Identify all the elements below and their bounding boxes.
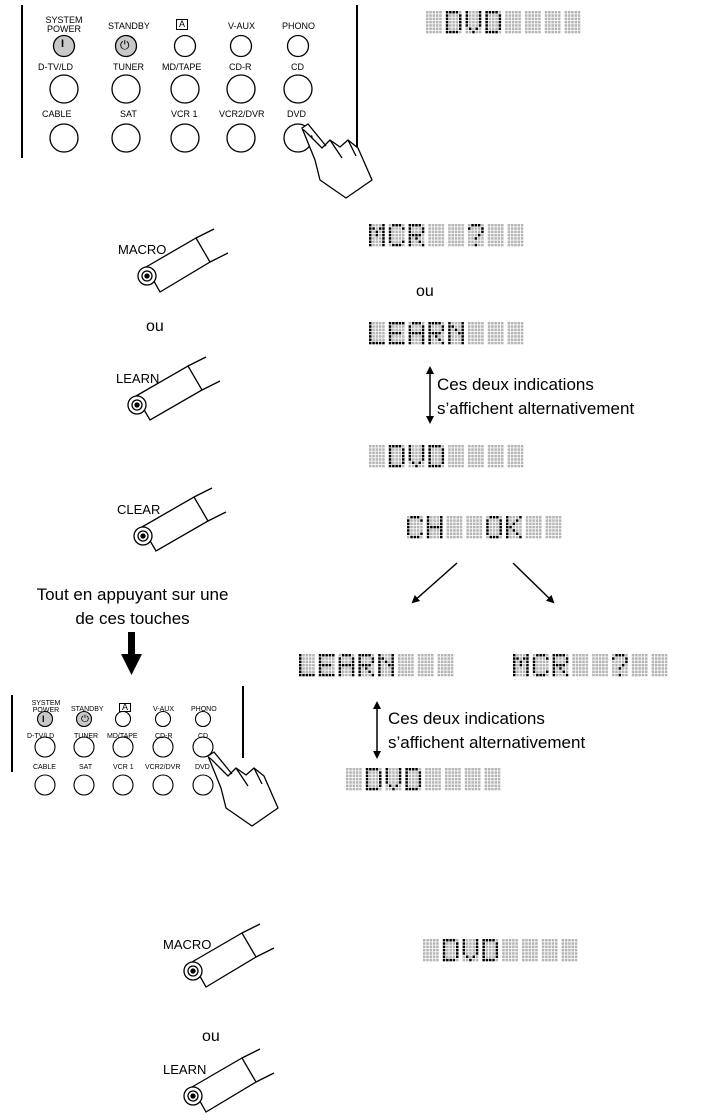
label2-v-aux: V-AUX — [153, 706, 175, 713]
remote-buttons-small — [34, 710, 214, 796]
hand-icon-2 — [207, 751, 279, 827]
label2-vcr2-dvr: VCR2/DVR — [145, 764, 181, 771]
label-md-tape: MD/TAPE — [162, 62, 202, 72]
label-vcr2-dvr: VCR2/DVR — [219, 109, 265, 119]
label-a: A — [176, 19, 189, 30]
label-v-aux: V-AUX — [228, 21, 256, 31]
pen-macro-1 — [137, 228, 229, 293]
remote-button[interactable] — [75, 710, 93, 728]
label-tuner: TUNER — [113, 62, 144, 72]
label2-phono: PHONO — [191, 706, 217, 713]
label-dvd: DVD — [287, 109, 307, 119]
label-system-power: SYSTEM POWER — [45, 15, 83, 34]
standby-symbol: ⏻ — [120, 38, 130, 52]
power-symbol-2: I — [42, 714, 45, 724]
remote-buttons-large — [49, 34, 313, 153]
remote-button[interactable] — [73, 774, 95, 796]
label2-cd-r: CD-R — [155, 733, 173, 740]
lcd-display-dvd-4 — [423, 939, 578, 962]
power-symbol: I — [61, 38, 65, 50]
label-d-tv-ld: D-TV/LD — [38, 62, 74, 72]
macro-key-label-2: MACRO — [163, 937, 212, 952]
pen-learn-1 — [127, 356, 221, 421]
pen-learn-2 — [183, 1048, 275, 1113]
lcd-display-learn — [369, 322, 524, 345]
remote-button[interactable] — [152, 774, 174, 796]
or-text-3: ou — [202, 1028, 220, 1045]
label2-sat: SAT — [79, 764, 93, 771]
label2-cable: CABLE — [33, 764, 56, 771]
remote-button[interactable] — [34, 774, 56, 796]
remote-button[interactable] — [111, 123, 141, 153]
clear-key-label: CLEAR — [117, 502, 161, 517]
or-text-1: ou — [146, 318, 164, 335]
remote-button[interactable] — [229, 34, 253, 58]
lcd-display-mcr-2 — [513, 654, 668, 677]
branch-arrow-left — [411, 562, 458, 604]
remote-button[interactable] — [73, 736, 95, 758]
down-arrow — [121, 632, 142, 675]
remote-button[interactable] — [111, 74, 141, 104]
remote-button[interactable] — [52, 34, 76, 58]
label-phono: PHONO — [282, 21, 316, 31]
label2-a: A — [119, 703, 132, 712]
remote-button[interactable] — [36, 710, 54, 728]
lcd-display-dvd-2 — [369, 445, 524, 468]
remote-button[interactable] — [114, 34, 138, 58]
label-cd-r: CD-R — [229, 62, 252, 72]
macro-key-label: MACRO — [118, 242, 167, 257]
standby-symbol-2: ⏻ — [81, 714, 89, 725]
alternate-note-2: Ces deux indications s’affichent alterna… — [388, 709, 586, 752]
remote-button[interactable] — [49, 123, 79, 153]
remote-button[interactable] — [49, 74, 79, 104]
label-standby: STANDBY — [108, 21, 150, 31]
remote-button[interactable] — [170, 123, 200, 153]
or-text-2: ou — [416, 283, 434, 300]
label2-md-tape: MD/TAPE — [107, 733, 138, 740]
lcd-display-learn-2 — [299, 654, 454, 677]
remote-button[interactable] — [192, 736, 214, 758]
lcd-display-dvd-1 — [426, 11, 581, 34]
learn-key-label-2: LEARN — [163, 1062, 207, 1077]
label-cable: CABLE — [42, 109, 72, 119]
hold-instruction: Tout en appuyant sur une de ces touches — [36, 585, 229, 628]
remote-button[interactable] — [286, 34, 310, 58]
branch-arrow-right — [512, 562, 555, 604]
label-sat: SAT — [120, 109, 137, 119]
label2-standby: STANDBY — [71, 706, 104, 713]
remote-button[interactable] — [192, 774, 214, 796]
learn-key-label: LEARN — [116, 371, 160, 386]
lcd-display-mcr — [369, 224, 524, 247]
remote-button[interactable] — [170, 74, 200, 104]
remote-button[interactable] — [114, 710, 132, 728]
label2-vcr1: VCR 1 — [113, 764, 134, 771]
remote-button[interactable] — [112, 774, 134, 796]
pen-macro-2 — [183, 923, 275, 988]
label2-system-power: SYSTEM POWER — [31, 700, 61, 714]
remote-button[interactable] — [34, 736, 56, 758]
label-vcr1: VCR 1 — [171, 109, 198, 119]
remote-button[interactable] — [154, 710, 172, 728]
remote-button[interactable] — [152, 736, 174, 758]
remote-button[interactable] — [112, 736, 134, 758]
remote-button[interactable] — [226, 123, 256, 153]
label2-d-tv-ld: D-TV/LD — [27, 733, 55, 740]
lcd-display-dvd-3 — [346, 768, 501, 791]
alternate-note-1: Ces deux indications s’affichent alterna… — [437, 375, 635, 418]
label2-tuner: TUNER — [74, 733, 99, 740]
remote-button[interactable] — [173, 34, 197, 58]
pen-clear — [133, 487, 227, 552]
remote-button[interactable] — [226, 74, 256, 104]
remote-button[interactable] — [283, 74, 313, 104]
label-cd: CD — [291, 62, 304, 72]
label2-cd: CD — [198, 733, 209, 740]
remote-button[interactable] — [194, 710, 212, 728]
lcd-display-ch-ok — [407, 516, 562, 539]
label2-dvd: DVD — [195, 764, 210, 771]
hand-icon-1 — [301, 123, 373, 199]
